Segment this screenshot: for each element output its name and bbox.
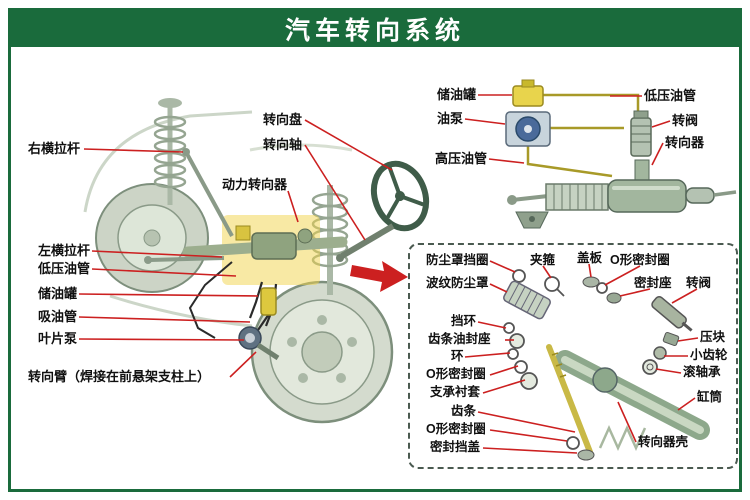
label-cylinder-tube: 缸筒 [697, 390, 723, 404]
label-hyd-low-pressure-pipe: 低压油管 [644, 88, 697, 103]
label-steering-shaft: 转向轴 [263, 137, 303, 152]
label-rack: 齿条 [451, 404, 477, 418]
title-bar: 汽车转向系统 [11, 11, 739, 47]
label-suction-pipe: 吸油管 [38, 309, 78, 324]
label-hyd-rotary-valve: 转阀 [672, 113, 699, 128]
label-hyd-oil-pump: 油泵 [437, 111, 464, 126]
label-vane-pump: 叶片泵 [38, 331, 78, 346]
label-ring: 环 [451, 349, 464, 363]
label-o-ring-middle: O形密封圈 [426, 367, 486, 381]
label-power-steering-gear: 动力转向器 [222, 177, 288, 192]
label-support-bushing: 支承衬套 [430, 385, 481, 399]
label-stop-ring: 挡环 [451, 314, 477, 328]
page-title: 汽车转向系统 [284, 17, 465, 45]
label-steering-gear-housing: 转向器壳 [638, 435, 689, 449]
label-bellows-dust-boot: 波纹防尘罩 [426, 276, 489, 290]
label-o-ring-bottom: O形密封圈 [426, 422, 486, 436]
label-low-pressure-pipe: 低压油管 [38, 261, 91, 276]
label-rack-oil-seal-seat: 齿条油封座 [428, 332, 491, 346]
label-oil-reservoir: 储油罐 [38, 286, 78, 301]
label-hyd-reservoir: 储油罐 [437, 87, 477, 102]
label-hyd-high-pressure-pipe: 高压油管 [435, 151, 488, 166]
label-steering-arm: 转向臂（焊接在前悬架支柱上） [28, 369, 211, 384]
label-steering-wheel: 转向盘 [263, 112, 303, 127]
label-seal-end-cap: 密封挡盖 [430, 440, 481, 454]
label-rotary-valve-part: 转阀 [686, 276, 712, 290]
label-right-tie-rod: 右横拉杆 [28, 141, 81, 156]
label-clamp: 夹箍 [530, 253, 556, 267]
label-pressure-block: 压块 [700, 330, 726, 344]
label-pinion: 小齿轮 [690, 348, 728, 362]
label-dust-cover-retaining-ring: 防尘罩挡圈 [426, 253, 489, 267]
label-roller-bearing: 滚轴承 [683, 365, 721, 379]
label-o-ring-top: O形密封圈 [610, 253, 670, 267]
label-cover-plate: 盖板 [577, 251, 603, 265]
label-hyd-steering-gear: 转向器 [665, 135, 705, 150]
exploded-view-box [408, 243, 738, 469]
label-seal-seat: 密封座 [634, 276, 672, 290]
label-left-tie-rod: 左横拉杆 [38, 243, 91, 258]
